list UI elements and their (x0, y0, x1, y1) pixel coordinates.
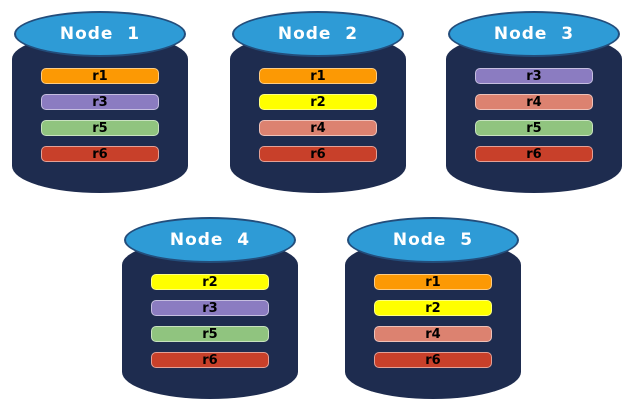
replica-bar: r1 (259, 68, 377, 84)
replica-list: r1 r3 r5 r6 (41, 68, 159, 162)
replica-bar: r5 (475, 120, 593, 136)
replica-label: r2 (202, 274, 218, 290)
cylinder-top: Node 1 (14, 11, 186, 57)
replica-bar: r6 (151, 352, 269, 368)
cylinder-body (230, 33, 406, 193)
node-label: Node 2 (277, 23, 359, 44)
replica-bar: r2 (151, 274, 269, 290)
replica-label: r1 (310, 68, 326, 84)
db-node: Node 1 r1 r3 r5 r6 (12, 9, 188, 193)
replica-label: r5 (202, 326, 218, 342)
replica-label: r2 (425, 300, 441, 316)
replica-list: r1 r2 r4 r6 (374, 274, 492, 368)
cylinder-body (446, 33, 622, 193)
node-label: Node 4 (169, 229, 251, 250)
replica-bar: r3 (151, 300, 269, 316)
node-label: Node 1 (59, 23, 141, 44)
replica-label: r3 (92, 94, 108, 110)
replica-label: r4 (526, 94, 542, 110)
replica-label: r4 (425, 326, 441, 342)
replica-bar: r6 (41, 146, 159, 162)
cylinder-top: Node 2 (232, 11, 404, 57)
replica-bar: r4 (475, 94, 593, 110)
node-label: Node 3 (493, 23, 575, 44)
replica-bar: r6 (259, 146, 377, 162)
replica-bar: r6 (374, 352, 492, 368)
replica-label: r6 (526, 146, 542, 162)
db-node: Node 4 r2 r3 r5 r6 (122, 215, 298, 399)
replica-bar: r3 (475, 68, 593, 84)
db-node: Node 5 r1 r2 r4 r6 (345, 215, 521, 399)
cylinder-body (345, 239, 521, 399)
replica-bar: r5 (151, 326, 269, 342)
replica-bar: r6 (475, 146, 593, 162)
db-node: Node 2 r1 r2 r4 r6 (230, 9, 406, 193)
replica-bar: r4 (259, 120, 377, 136)
replica-bar: r4 (374, 326, 492, 342)
replica-bar: r3 (41, 94, 159, 110)
replica-bar: r2 (259, 94, 377, 110)
replica-label: r4 (310, 120, 326, 136)
replica-label: r3 (526, 68, 542, 84)
replica-label: r5 (92, 120, 108, 136)
replica-bar: r5 (41, 120, 159, 136)
replica-list: r2 r3 r5 r6 (151, 274, 269, 368)
replica-label: r1 (92, 68, 108, 84)
replica-bar: r1 (374, 274, 492, 290)
replica-label: r5 (526, 120, 542, 136)
replica-list: r3 r4 r5 r6 (475, 68, 593, 162)
replica-label: r6 (425, 352, 441, 368)
replica-bar: r1 (41, 68, 159, 84)
replica-label: r3 (202, 300, 218, 316)
replica-list: r1 r2 r4 r6 (259, 68, 377, 162)
replica-bar: r2 (374, 300, 492, 316)
node-label: Node 5 (392, 229, 474, 250)
replica-label: r1 (425, 274, 441, 290)
cylinder-top: Node 4 (124, 217, 296, 263)
replica-label: r6 (92, 146, 108, 162)
replica-label: r6 (202, 352, 218, 368)
db-node: Node 3 r3 r4 r5 r6 (446, 9, 622, 193)
cylinder-body (12, 33, 188, 193)
replica-label: r2 (310, 94, 326, 110)
cylinder-body (122, 239, 298, 399)
replica-label: r6 (310, 146, 326, 162)
cylinder-top: Node 3 (448, 11, 620, 57)
cylinder-top: Node 5 (347, 217, 519, 263)
